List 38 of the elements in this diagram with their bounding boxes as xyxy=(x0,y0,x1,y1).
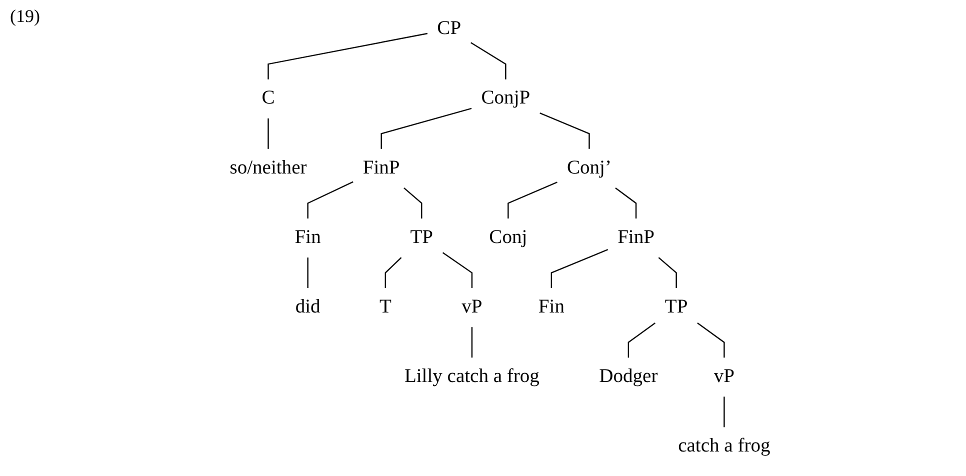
node-text: ConjP xyxy=(481,88,530,109)
connector xyxy=(724,396,725,428)
node-text: FinP xyxy=(618,227,654,248)
node-text: CP xyxy=(437,18,462,40)
node-text: Fin xyxy=(538,296,564,318)
connector xyxy=(615,187,637,218)
node-text: vP xyxy=(714,366,734,387)
node-text: FinP xyxy=(362,157,400,178)
node-text: so/neither xyxy=(230,157,307,178)
node-text: Conj xyxy=(489,227,528,248)
node-text: T xyxy=(379,296,392,318)
connector xyxy=(307,181,354,218)
node-text: vP xyxy=(462,296,482,318)
connector xyxy=(628,322,656,358)
node-text: catch a frog xyxy=(678,436,770,456)
node-text: TP xyxy=(664,296,688,318)
node-text: Dodger xyxy=(599,366,658,387)
connector xyxy=(307,258,308,288)
connector xyxy=(471,327,473,358)
node-text: Fin xyxy=(294,227,321,248)
connector xyxy=(697,322,725,358)
node-text: Lilly catch a frog xyxy=(404,366,540,387)
node-text: Conj’ xyxy=(566,157,612,178)
connector xyxy=(404,188,422,218)
example-number: (19) xyxy=(10,6,40,27)
node-text: did xyxy=(295,296,320,318)
connector xyxy=(540,112,590,149)
connector xyxy=(268,32,428,80)
connector xyxy=(470,42,506,80)
connector xyxy=(658,257,677,288)
connector xyxy=(442,252,473,288)
node-text: TP xyxy=(410,227,434,248)
connector xyxy=(380,108,472,149)
connector xyxy=(384,257,402,288)
connector xyxy=(508,182,558,218)
connector xyxy=(550,249,608,288)
connector xyxy=(268,118,269,149)
node-text: C xyxy=(262,88,275,109)
